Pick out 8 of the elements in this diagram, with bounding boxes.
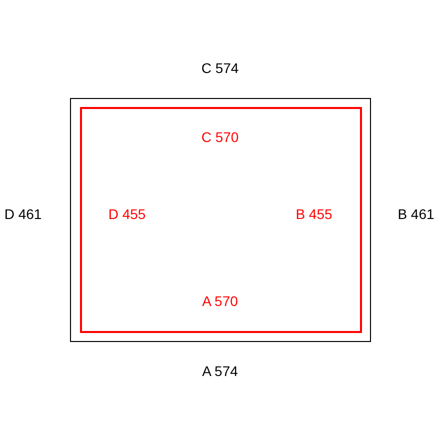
dimension-label: B 455 xyxy=(296,206,332,222)
dimension-label: D 455 xyxy=(108,206,146,222)
dimension-label: A 570 xyxy=(202,293,238,309)
dimension-label: A 574 xyxy=(202,363,238,379)
dimension-label: C 570 xyxy=(201,129,239,145)
dimension-label: D 461 xyxy=(4,206,42,222)
dimension-label: B 461 xyxy=(398,206,434,222)
dimension-label: C 574 xyxy=(201,60,239,76)
